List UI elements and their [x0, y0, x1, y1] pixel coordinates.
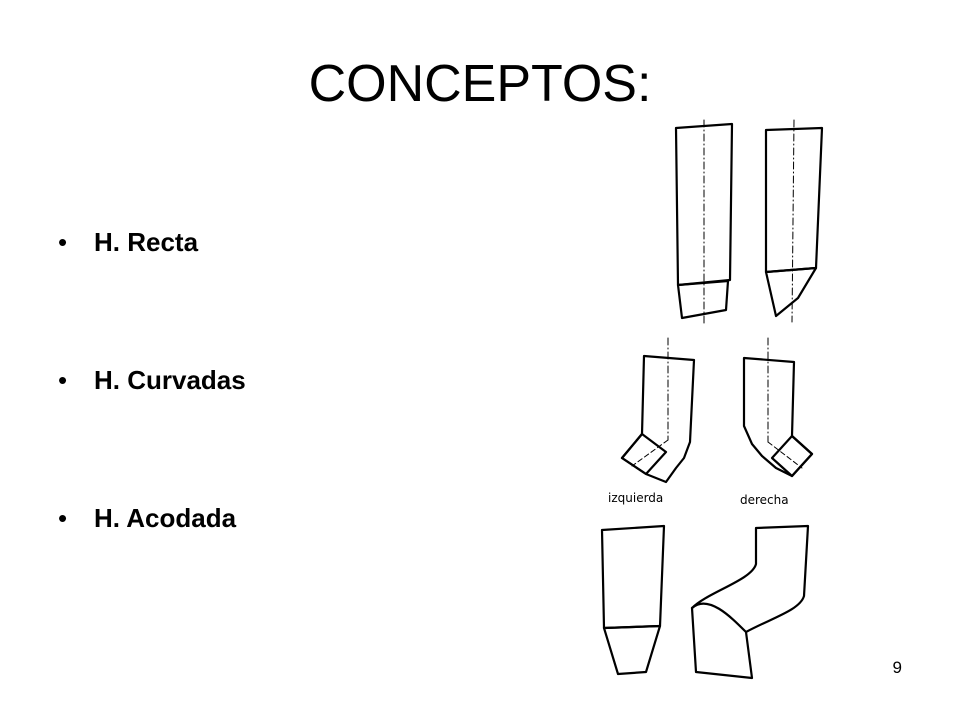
bent-tool-right-drawing [742, 337, 814, 478]
straight-tool-left-drawing [674, 119, 734, 326]
slide-title: CONCEPTOS: [308, 55, 652, 113]
offset-tool-drawing [690, 524, 810, 680]
tool-diagram: izquierda derecha [600, 119, 824, 680]
figure-label-izquierda: izquierda [608, 491, 663, 505]
page-number: 9 [892, 658, 902, 677]
bent-tool-left-drawing [620, 337, 696, 484]
straight-tool-right-drawing [764, 119, 824, 323]
truncated-tool-drawing [600, 524, 666, 676]
bullet-recta: H. Recta [58, 222, 246, 262]
bullet-curvadas: H. Curvadas [58, 360, 246, 400]
bullet-acodada: H. Acodada [58, 498, 246, 538]
bullet-list: H. Recta H. Curvadas H. Acodada [58, 222, 246, 538]
figure-label-derecha: derecha [740, 493, 789, 507]
